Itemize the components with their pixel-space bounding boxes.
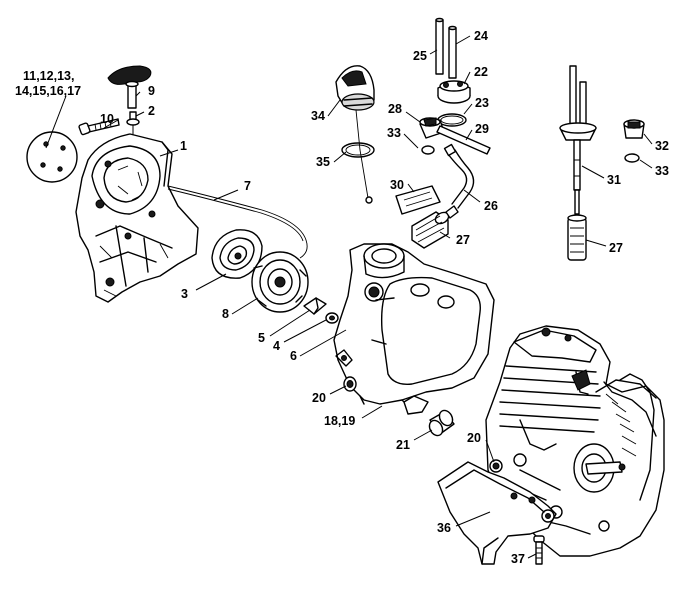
sleeve-part-21 <box>428 409 455 437</box>
callout-21: 21 <box>396 438 410 452</box>
callout-4: 4 <box>273 339 280 353</box>
screw-part-37 <box>533 535 545 565</box>
callout-28: 28 <box>388 102 402 116</box>
grommet-part-20-right <box>489 459 503 473</box>
pickup-body-part-27-center <box>411 205 459 249</box>
callout-7: 7 <box>244 179 251 193</box>
callout-11-13: 11,12,13, <box>23 69 74 83</box>
callout-20-right: 20 <box>467 431 481 445</box>
tubes-part-24-25 <box>435 17 457 79</box>
callout-10: 10 <box>100 112 114 126</box>
callout-29: 29 <box>475 122 489 136</box>
callout-31: 31 <box>607 173 621 187</box>
callout-27-right: 27 <box>609 241 623 255</box>
label-part-30 <box>395 185 441 215</box>
callout-20-left: 20 <box>312 391 326 405</box>
oring-part-33-center <box>421 145 435 155</box>
callout-6: 6 <box>290 349 297 363</box>
guard-plate-part-36 <box>437 461 557 565</box>
callout-35: 35 <box>316 155 330 169</box>
callout-labels: 11,12,13, 14,15,16,17 10 9 2 1 7 3 8 5 4… <box>15 29 669 566</box>
pickup-part-31 <box>559 65 597 215</box>
callout-36: 36 <box>437 521 451 535</box>
callout-3: 3 <box>181 287 188 301</box>
callout-24: 24 <box>474 29 488 43</box>
tube-part-29 <box>436 125 491 155</box>
callout-27-center: 27 <box>456 233 470 247</box>
callout-5: 5 <box>258 331 265 345</box>
fitting-part-28 <box>419 117 445 139</box>
fan-housing-part-1 <box>75 133 199 303</box>
filler-cap-part-34 <box>335 65 375 111</box>
washer-part-4 <box>325 312 339 324</box>
vent-part-22 <box>437 80 471 104</box>
callout-26: 26 <box>484 199 498 213</box>
callout-18-19: 18,19 <box>324 414 355 428</box>
rope-part-7 <box>167 185 308 259</box>
rewind-spring-part-3 <box>211 229 263 279</box>
callout-23: 23 <box>475 96 489 110</box>
leader-lines <box>45 35 653 559</box>
callout-22: 22 <box>474 65 488 79</box>
screw-part-10 <box>78 118 120 136</box>
callout-32: 32 <box>655 139 669 153</box>
callout-14-17: 14,15,16,17 <box>15 84 81 98</box>
rope-rotor-part-8 <box>251 251 309 313</box>
oring-part-33-right <box>624 153 640 163</box>
oring-part-23 <box>437 113 467 127</box>
grommet-part-20-left <box>343 376 357 392</box>
callout-9: 9 <box>148 84 155 98</box>
callout-25: 25 <box>413 49 427 63</box>
callout-33-center: 33 <box>387 126 401 140</box>
fuel-tank-part-18 <box>333 243 495 415</box>
callout-2: 2 <box>148 104 155 118</box>
callout-1: 1 <box>180 139 187 153</box>
retainer-part-35 <box>341 109 375 204</box>
plate-part <box>26 131 78 183</box>
valve-part-32 <box>623 119 645 139</box>
callout-8: 8 <box>222 307 229 321</box>
callout-33-right: 33 <box>655 164 669 178</box>
pickup-body-part-27-right <box>567 214 587 261</box>
callout-34: 34 <box>311 109 325 123</box>
handle-part-9 <box>107 65 152 109</box>
callout-37: 37 <box>511 552 525 566</box>
callout-30: 30 <box>390 178 404 192</box>
fuel-hose-part-26 <box>443 143 475 209</box>
